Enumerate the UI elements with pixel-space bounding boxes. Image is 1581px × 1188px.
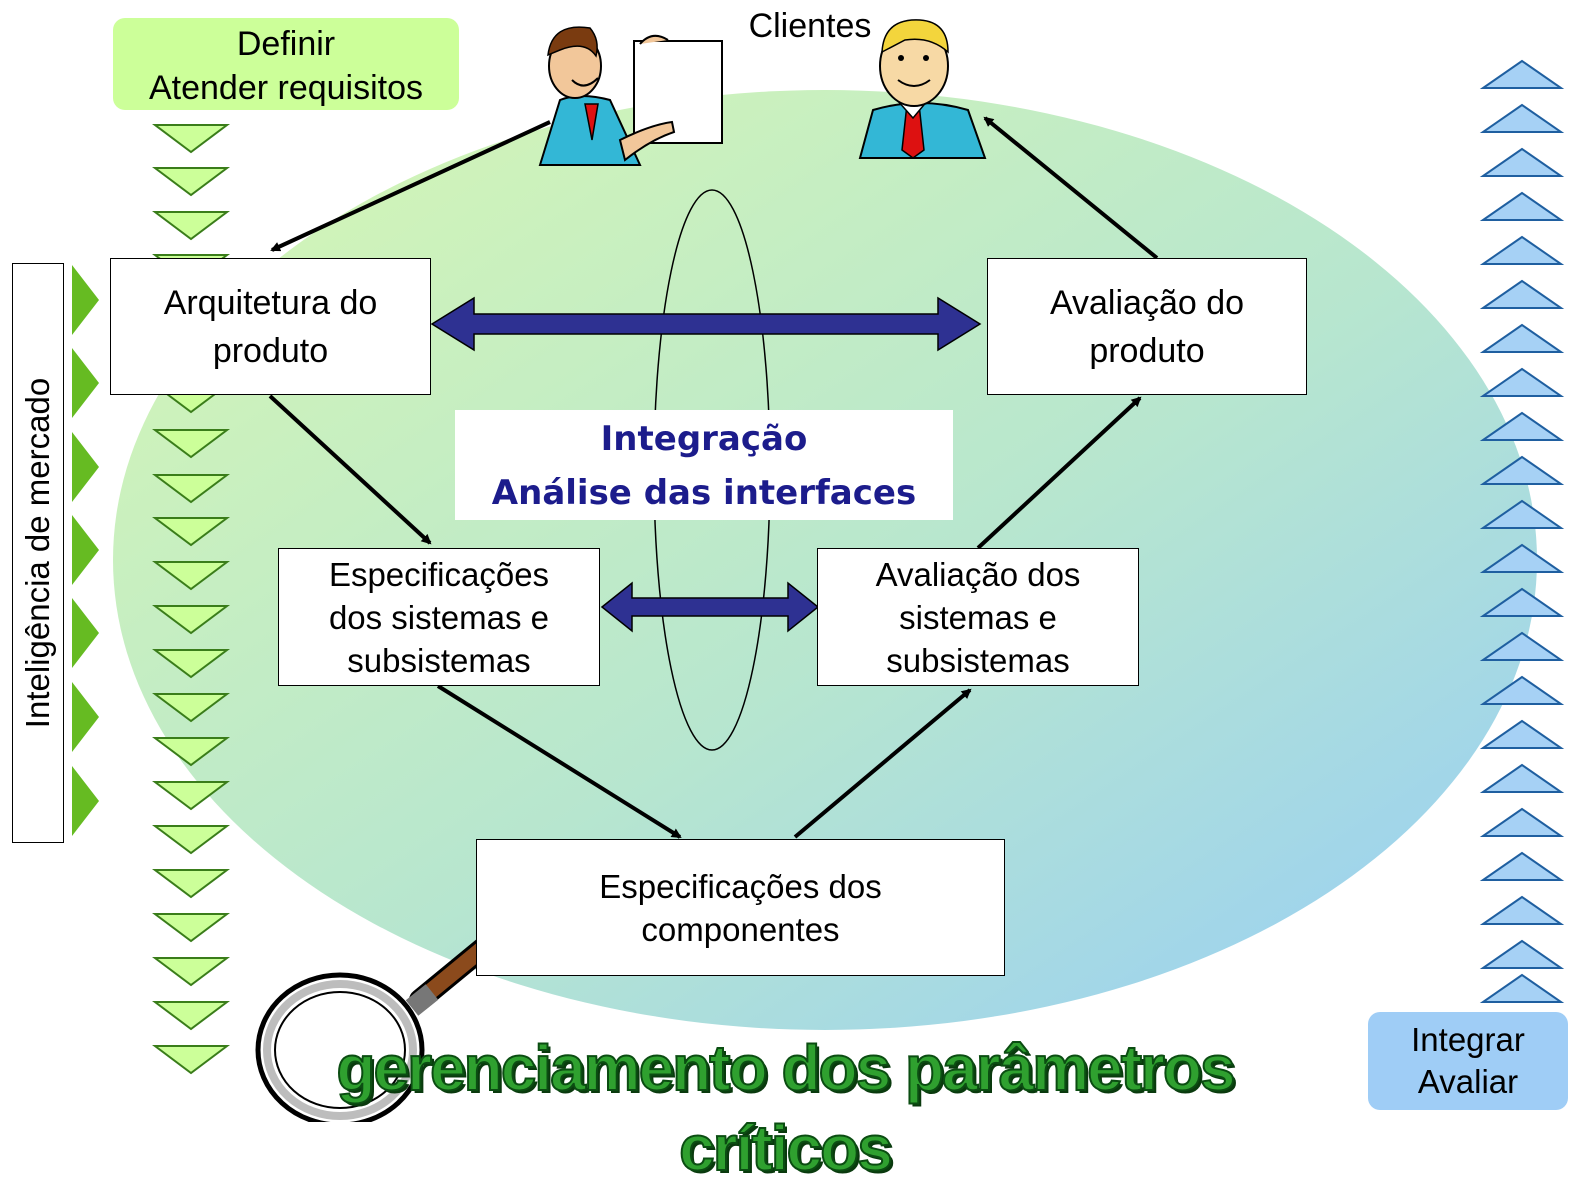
arrow-syseval-to-prodeval: [976, 396, 1142, 550]
market-arrows: [72, 265, 99, 836]
system-specification-label: Especificações dos sistemas e subsistema…: [328, 555, 550, 679]
product-evaluation-box: Avaliação do produto: [987, 258, 1307, 395]
attend-requirements-label: Atender requisitos: [148, 69, 424, 107]
product-architecture-box: Arquitetura do produto: [110, 258, 431, 395]
integrate-evaluate-badge: Integrar Avaliar: [1368, 1012, 1568, 1110]
integrate-label: Integrar: [1411, 1021, 1525, 1058]
market-intelligence-label: Inteligência de mercado: [19, 377, 56, 729]
customer-person-icon: [858, 19, 987, 159]
integration-title: Integração: [600, 419, 808, 459]
market-intelligence-box: Inteligência de mercado: [12, 263, 64, 843]
system-evaluation-box: Avaliação dos sistemas e subsistemas: [817, 548, 1139, 686]
double-arrow-top: [430, 296, 982, 352]
system-specification-box: Especificações dos sistemas e subsistema…: [278, 548, 600, 686]
flow-arrows: [268, 116, 1159, 839]
arrow-prodeval-to-client: [983, 116, 1159, 260]
left-triangle-column: [152, 124, 230, 1075]
component-specification-label: Especificações dos componentes: [599, 867, 882, 948]
define-requirements-badge: Definir Atender requisitos: [113, 18, 459, 110]
arrow-comp-to-syseval: [793, 688, 972, 839]
presenter-person-icon: [538, 26, 723, 166]
critical-parameters-title: gerenciamento dos parâmetros críticos: [335, 1031, 1236, 1185]
arrow-presenter-to-arch: [270, 120, 551, 252]
arrow-arch-to-sysspec: [268, 394, 432, 545]
clients-label: Clientes: [748, 7, 872, 45]
right-triangle-column: [1479, 59, 1565, 1003]
interface-analysis-label: Análise das interfaces: [491, 473, 917, 513]
system-evaluation-label: Avaliação dos sistemas e subsistemas: [875, 555, 1081, 679]
evaluate-label: Avaliar: [1417, 1063, 1519, 1100]
define-label: Definir: [236, 25, 336, 63]
arrow-sysspec-to-comp: [436, 684, 682, 839]
component-specification-box: Especificações dos componentes: [476, 839, 1005, 976]
product-architecture-label: Arquitetura do produto: [163, 283, 378, 370]
diagram-canvas: Definir Atender requisitos Clientes Inte…: [12, 7, 1568, 1185]
integration-box: Integração Análise das interfaces: [455, 410, 953, 520]
product-evaluation-label: Avaliação do produto: [1049, 283, 1245, 370]
